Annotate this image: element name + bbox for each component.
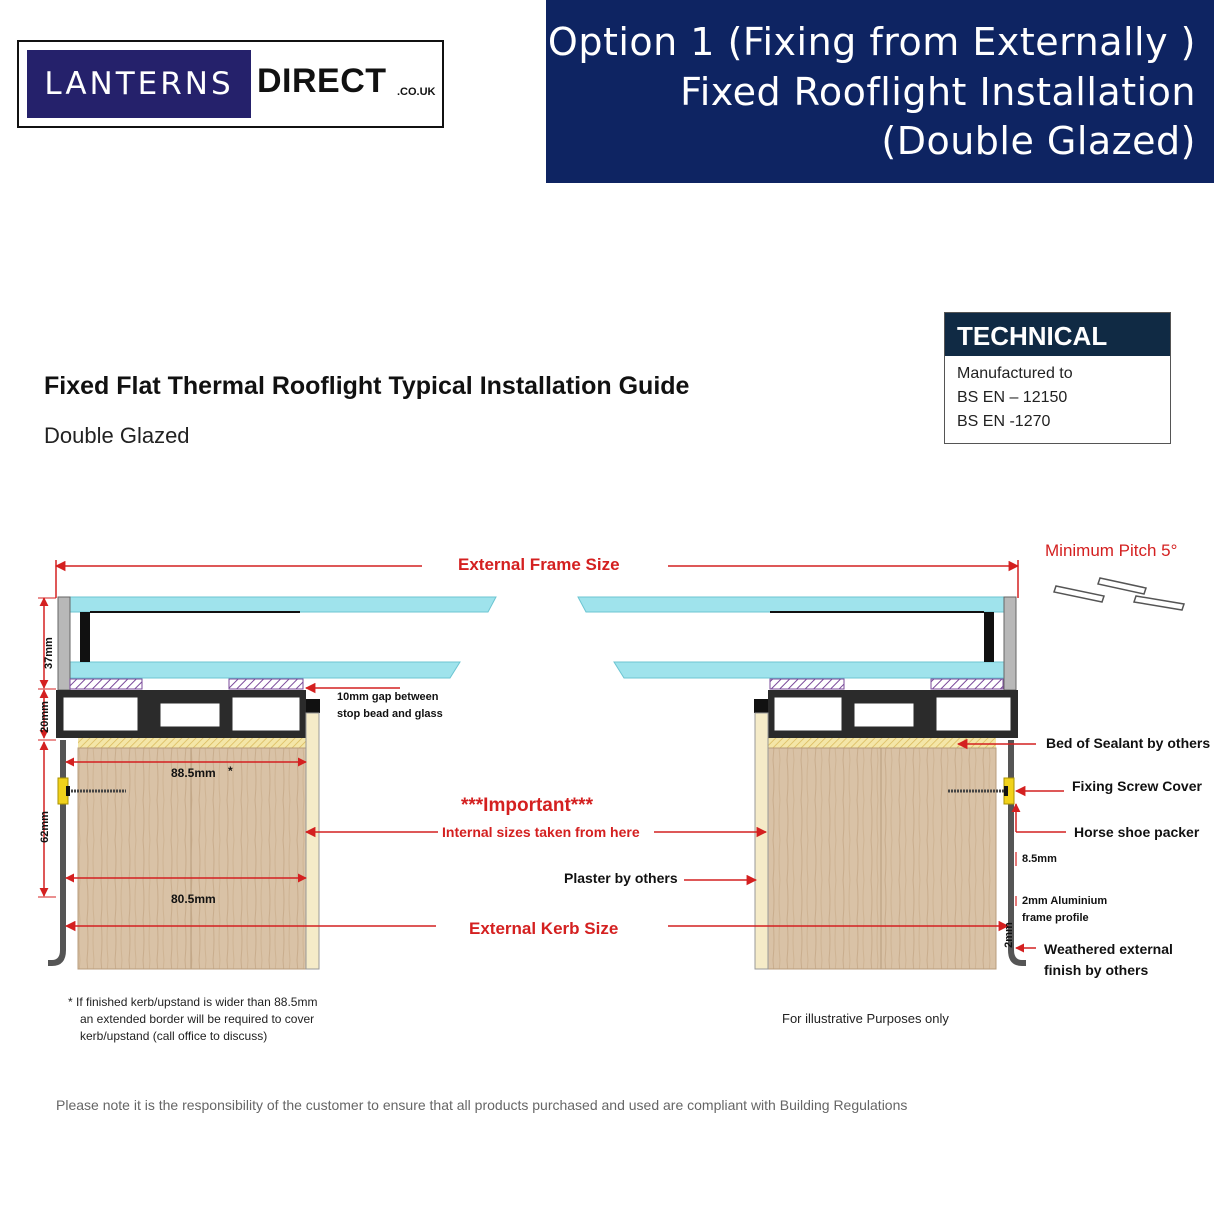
header-band: Option 1 (Fixing from Externally ) Fixed… bbox=[546, 0, 1214, 183]
left-plaster bbox=[305, 712, 320, 970]
right-upper-glass bbox=[577, 596, 1005, 613]
label-external-frame-size: External Frame Size bbox=[458, 555, 620, 574]
label-horse-shoe-packer: Horse shoe packer bbox=[1074, 824, 1200, 840]
label-gap-note-2: stop bead and glass bbox=[337, 708, 443, 720]
kerb-note-3: kerb/upstand (call office to discuss) bbox=[80, 1029, 268, 1043]
right-edge-profile bbox=[1003, 596, 1017, 691]
pitch-sketch-icon bbox=[1053, 577, 1185, 611]
left-timber-a bbox=[77, 747, 192, 970]
label-dim-2mm: 2mm bbox=[1003, 922, 1015, 948]
left-aluminium-profile bbox=[48, 740, 66, 966]
left-edge-profile bbox=[57, 596, 71, 691]
label-important: ***Important*** bbox=[461, 795, 593, 816]
header-line-2: Fixed Rooflight Installation bbox=[680, 70, 1196, 114]
technical-line-3: BS EN -1270 bbox=[957, 413, 1051, 430]
label-dim-88-5: 88.5mm bbox=[171, 766, 216, 780]
illustrative-note: For illustrative Purposes only bbox=[782, 1011, 949, 1026]
left-spacer bbox=[80, 612, 90, 662]
label-fixing-screw-cover: Fixing Screw Cover bbox=[1072, 778, 1202, 794]
disclaimer: Please note it is the responsibility of … bbox=[56, 1097, 908, 1113]
label-dim-62: 62mm bbox=[39, 811, 51, 843]
right-lower-glass bbox=[613, 661, 1005, 679]
left-detail bbox=[48, 596, 497, 970]
right-timber-b bbox=[880, 747, 997, 970]
logo-word-lanterns: LANTERNS bbox=[27, 50, 251, 118]
header-line-1: Option 1 (Fixing from Externally ) bbox=[547, 20, 1196, 64]
left-sealant-bed bbox=[78, 738, 306, 748]
label-dim-8-5: 8.5mm bbox=[1022, 853, 1057, 865]
guide-title: Fixed Flat Thermal Rooflight Typical Ins… bbox=[44, 372, 690, 400]
right-plaster bbox=[754, 712, 769, 970]
left-gasket-2 bbox=[228, 678, 304, 690]
technical-line-2: BS EN – 12150 bbox=[957, 389, 1068, 406]
left-gasket-1 bbox=[69, 678, 143, 690]
label-plaster: Plaster by others bbox=[564, 870, 678, 886]
right-sealant-bed bbox=[768, 738, 996, 748]
label-weathered-2: finish by others bbox=[1044, 962, 1149, 978]
technical-box: TECHNICAL Manufactured to BS EN – 12150 … bbox=[944, 312, 1171, 444]
logo-word-direct: DIRECT bbox=[257, 62, 387, 100]
label-asterisk: * bbox=[228, 764, 233, 778]
header-line-3: (Double Glazed) bbox=[881, 119, 1196, 163]
label-aluminium-1: 2mm Aluminium bbox=[1022, 895, 1108, 907]
left-lower-glass bbox=[69, 661, 461, 679]
label-dim-37: 37mm bbox=[43, 637, 55, 669]
label-dim-80-5: 80.5mm bbox=[171, 892, 216, 906]
logo-tld: .CO.UK bbox=[397, 86, 436, 98]
right-timber-a bbox=[767, 747, 882, 970]
right-gasket-1 bbox=[769, 678, 845, 690]
guide-subtitle: Double Glazed bbox=[44, 423, 190, 448]
right-detail bbox=[577, 596, 1026, 970]
logo: LANTERNS DIRECT .CO.UK bbox=[17, 40, 444, 128]
kerb-note-2: an extended border will be required to c… bbox=[80, 1012, 315, 1026]
label-bed-of-sealant: Bed of Sealant by others bbox=[1046, 735, 1211, 751]
label-internal-sizes: Internal sizes taken from here bbox=[442, 824, 640, 840]
technical-title: TECHNICAL bbox=[945, 313, 1170, 356]
left-timber-b bbox=[190, 747, 307, 970]
label-dim-20: 20mm bbox=[39, 701, 51, 733]
right-spacer bbox=[984, 612, 994, 662]
right-gasket-2 bbox=[930, 678, 1004, 690]
kerb-note-1: * If finished kerb/upstand is wider than… bbox=[68, 995, 318, 1009]
label-minimum-pitch: Minimum Pitch 5° bbox=[1045, 541, 1178, 560]
label-gap-note-1: 10mm gap between bbox=[337, 691, 439, 703]
label-aluminium-2: frame profile bbox=[1022, 912, 1089, 924]
label-external-kerb-size: External Kerb Size bbox=[469, 919, 619, 938]
technical-line-1: Manufactured to bbox=[957, 365, 1073, 382]
label-weathered-1: Weathered external bbox=[1044, 941, 1173, 957]
left-upper-glass bbox=[69, 596, 497, 613]
